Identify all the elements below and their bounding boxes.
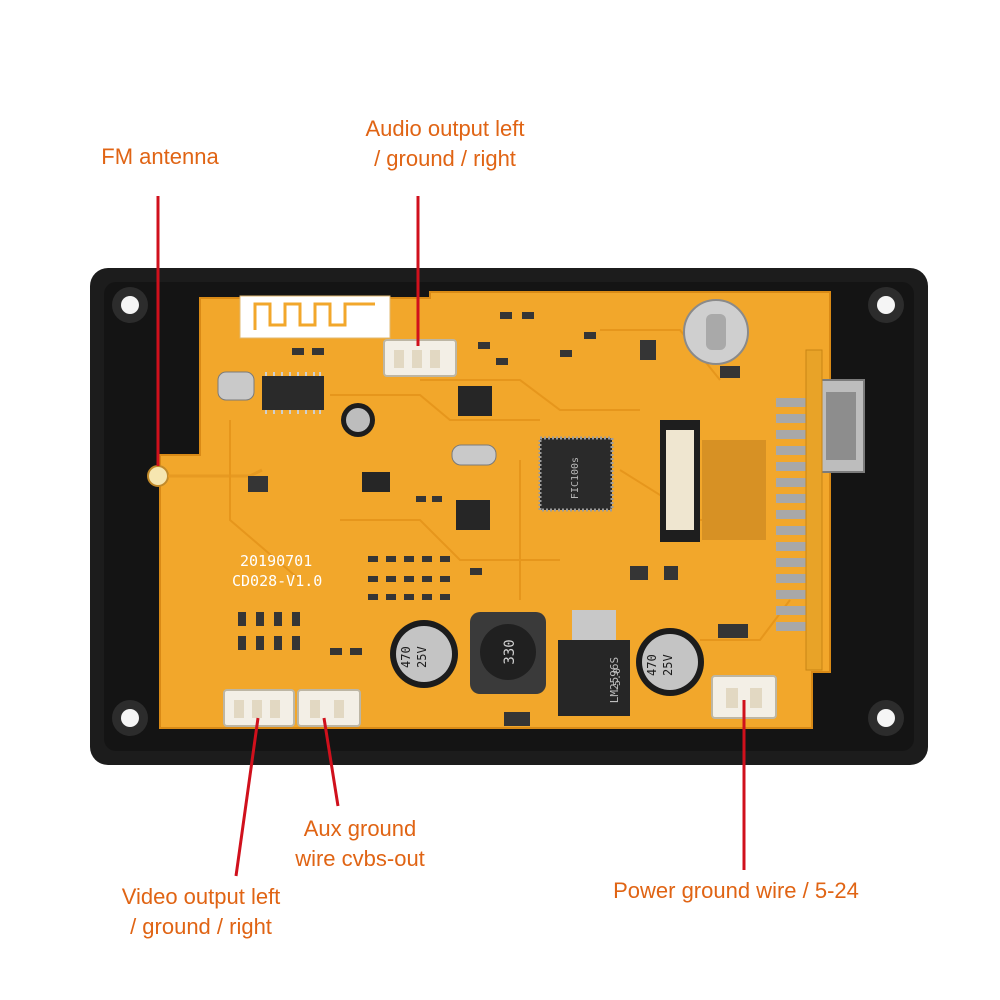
audio-output-connector [383, 339, 457, 377]
display-ribbon-connector [660, 420, 766, 542]
aux-ground-line-2: wire cvbs-out [295, 846, 425, 871]
capacitor-value: 470 [645, 654, 659, 676]
electrolytic-capacitor: 470 25V [636, 628, 704, 696]
voltage-regulator: LM2596S -5.0 [558, 610, 630, 716]
capacitor-voltage: 25V [661, 654, 675, 676]
aux-ground-line-1: Aux ground [303, 816, 417, 841]
leader-lines [156, 196, 746, 877]
mounting-hole-top-right [868, 287, 904, 323]
video-output-label: Video output left / ground / right [96, 882, 306, 942]
silkscreen-model: CD028-V1.0 [232, 572, 322, 590]
electrolytic-capacitor: 470 25V [390, 620, 458, 688]
fm-antenna-text: FM antenna [101, 144, 219, 169]
capacitor-voltage: 25V [415, 646, 429, 668]
chip-label: FIC100s [570, 457, 581, 499]
inductor-label: 330 [502, 639, 518, 664]
usb-port [817, 379, 865, 473]
crystal-oscillator [217, 371, 255, 401]
fm-antenna-label: FM antenna [90, 142, 230, 172]
leader-video-output [234, 717, 260, 877]
mounting-hole-top-left [112, 287, 148, 323]
video-output-connector [223, 689, 295, 727]
video-output-line-2: / ground / right [130, 914, 272, 939]
leader-aux-ground [322, 717, 340, 807]
smd-components [238, 312, 748, 726]
op-amp-chip [458, 386, 492, 416]
audio-output-line-2: / ground / right [374, 146, 516, 171]
mounting-hole-bottom-right [868, 700, 904, 736]
power-text: Power ground wire / 5-24 [613, 878, 859, 903]
video-output-line-1: Video output left [121, 884, 281, 909]
regulator-sub-label: -5.0 [612, 668, 623, 692]
audio-output-label: Audio output left / ground / right [340, 114, 550, 174]
capacitor-value: 470 [399, 646, 413, 668]
small-capacitor [341, 403, 375, 437]
power-inductor: 330 [470, 612, 546, 694]
pcb [159, 291, 831, 729]
display-flex-strip [805, 349, 823, 671]
aux-connector [297, 689, 361, 727]
audio-output-line-1: Audio output left [365, 116, 525, 141]
silkscreen-date: 20190701 [240, 552, 312, 570]
bluetooth-antenna-trace [253, 302, 375, 330]
aux-ground-label: Aux ground wire cvbs-out [270, 814, 450, 874]
op-amp-chip [456, 500, 490, 530]
mounting-hole-bottom-left [112, 700, 148, 736]
regulator-label: LM2596S [608, 657, 621, 703]
display-pins [776, 398, 806, 631]
power-label: Power ground wire / 5-24 [586, 876, 886, 906]
main-processor-chip: FIC100s [538, 436, 614, 512]
audio-ic [262, 372, 324, 414]
fm-antenna-pad [147, 465, 169, 487]
coin-cell-battery [683, 299, 749, 365]
crystal-oscillator [451, 444, 497, 466]
